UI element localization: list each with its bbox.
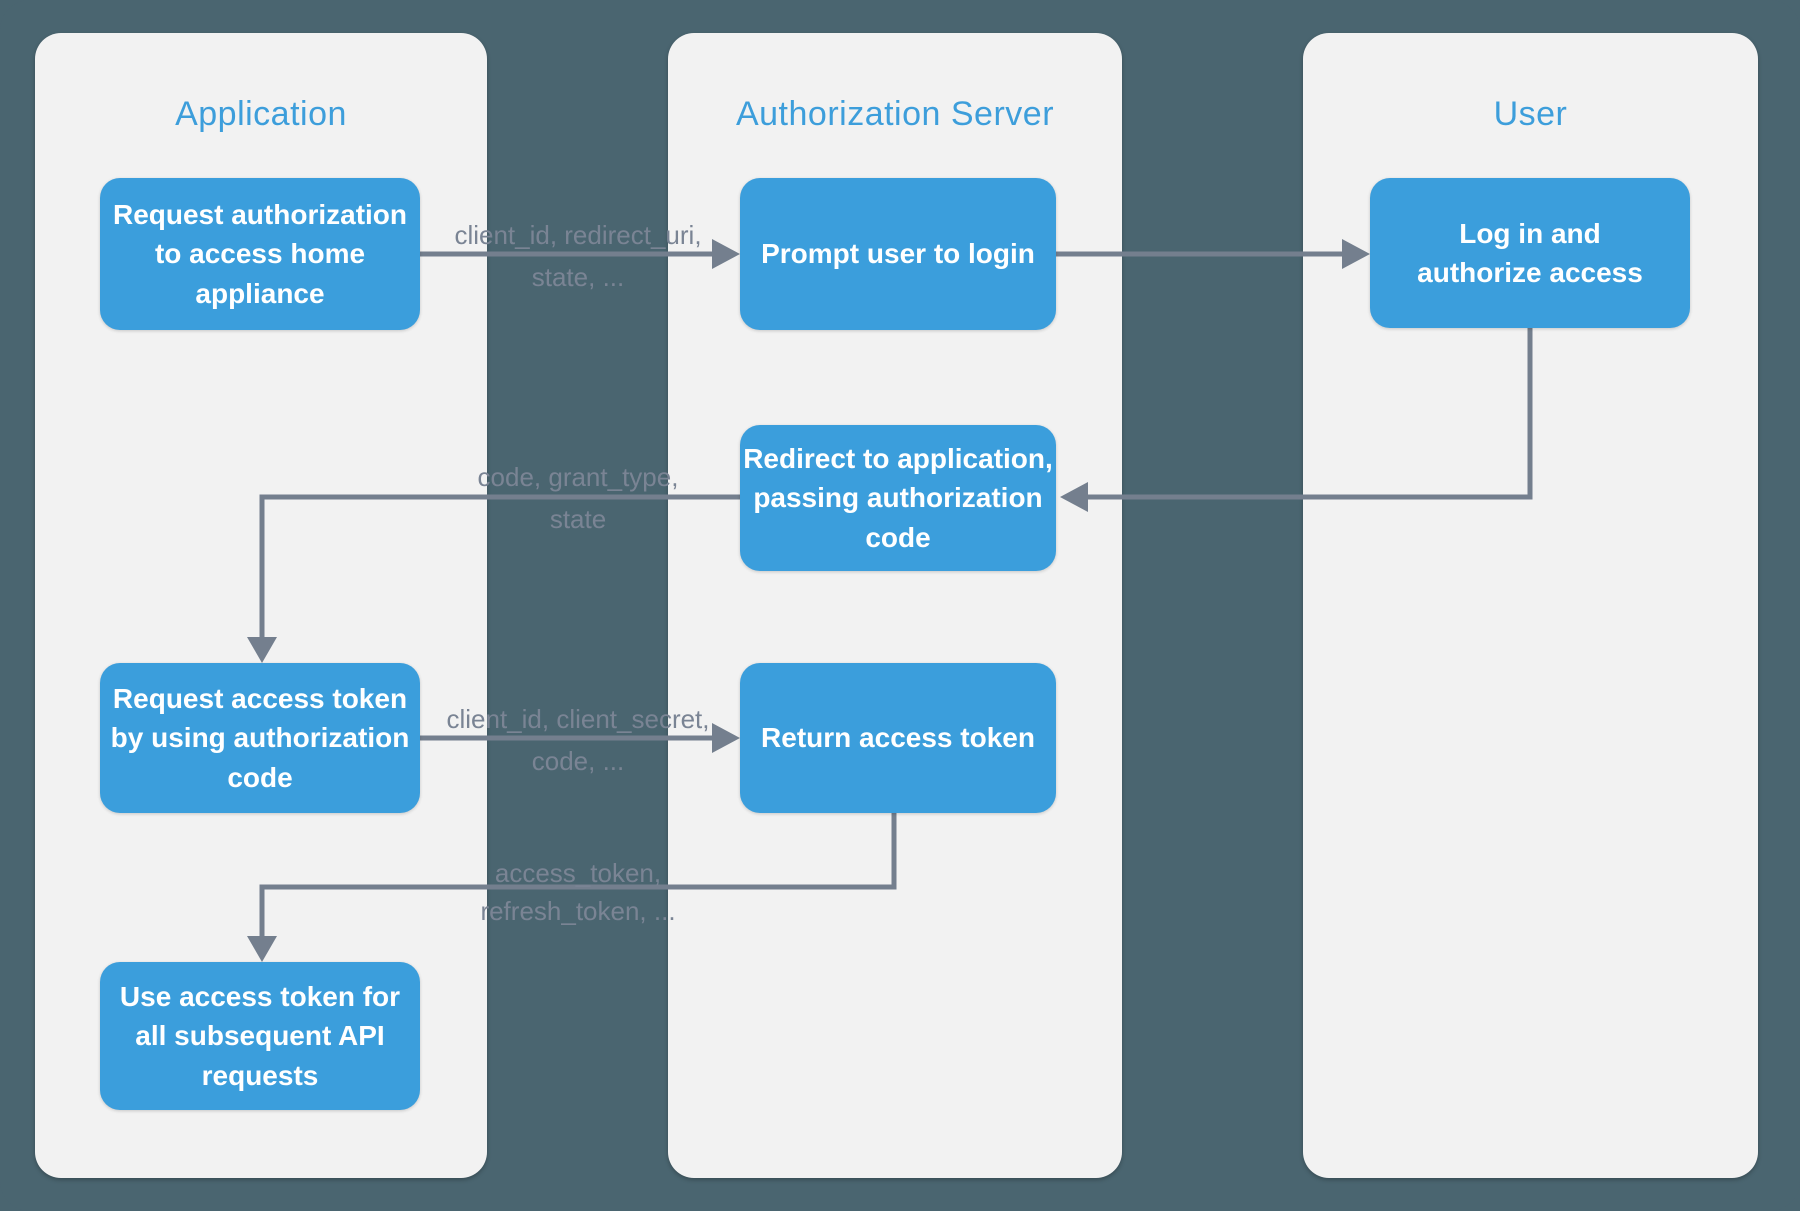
edge-label-state-ellipsis: state, ... [531, 262, 625, 292]
edge-label-code-ellipsis: code, ... [531, 746, 625, 776]
node-login-authorize-access: Log in and authorize access [1370, 178, 1690, 328]
edge-label-code-grant-type: code, grant_type, [477, 462, 679, 492]
node-return-access-token: Return access token [740, 663, 1056, 813]
edge-label-state: state [549, 504, 607, 534]
lane-title-application: Application [175, 95, 347, 133]
lane-title-user: User [1493, 95, 1568, 133]
node-request-authorization: Request authorization to access home app… [100, 178, 420, 330]
edge-label-refresh-token: refresh_token, ... [480, 896, 676, 926]
node-prompt-user-login: Prompt user to login [740, 178, 1056, 330]
edge-label-client-id-secret: client_id, client_secret, [446, 704, 710, 734]
lane-title-authorization-server: Authorization Server [735, 95, 1055, 133]
node-redirect-with-code: Redirect to application, passing authori… [740, 425, 1056, 571]
node-use-access-token: Use access token for all subsequent API … [100, 962, 420, 1110]
node-request-access-token: Request access token by using authorizat… [100, 663, 420, 813]
edge-label-access-token: access_token, [494, 858, 662, 888]
edge-label-client-id-redirect-uri: client_id, redirect_uri, [454, 220, 702, 250]
